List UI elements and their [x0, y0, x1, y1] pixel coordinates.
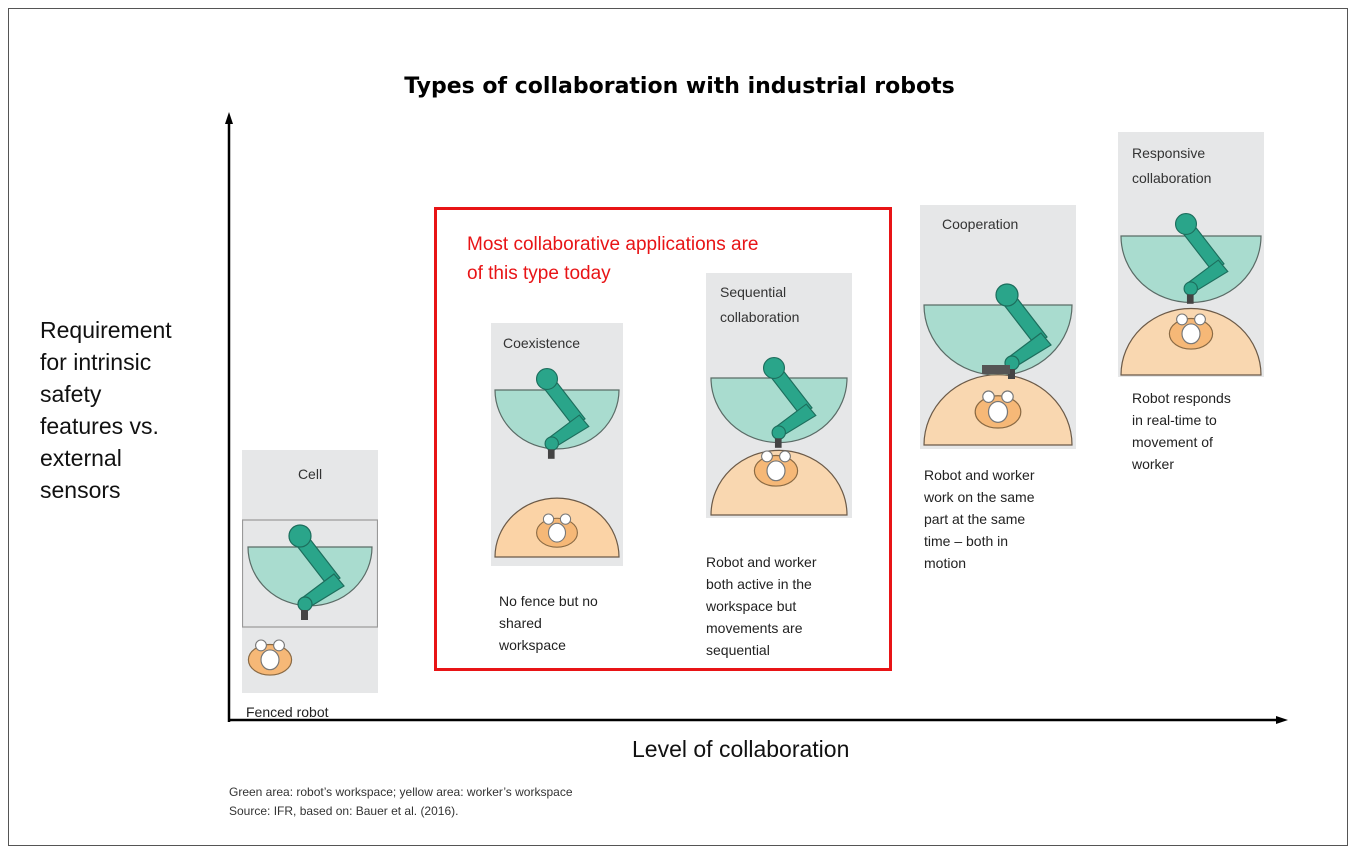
robot-arm-icon	[288, 524, 345, 620]
robot-workspace-area	[494, 389, 620, 450]
worker-hand	[779, 450, 791, 463]
footnote: Green area: robot’s workspace; yellow ar…	[229, 785, 573, 818]
panel-label: Cell	[297, 466, 323, 482]
worker-icon	[753, 450, 799, 487]
worker-icon	[1168, 313, 1214, 350]
gripper	[301, 610, 308, 620]
worker-hand	[761, 450, 773, 463]
worker-icon	[974, 390, 1022, 429]
responsive-illustration	[1120, 212, 1262, 376]
worker-head	[987, 400, 1009, 423]
y-axis-arrow	[225, 112, 233, 124]
worker-head	[766, 460, 786, 482]
worker-icon	[247, 639, 293, 676]
worker-hand	[1194, 313, 1206, 326]
panel-cooperation: Cooperation	[920, 205, 1076, 449]
worker-hand	[273, 639, 285, 652]
worker-hand	[982, 390, 995, 403]
panel-label: Cooperation	[942, 216, 1019, 232]
robot-arm-icon	[762, 356, 817, 448]
gripper	[774, 438, 782, 448]
panel-coexistence: Coexistence	[491, 323, 623, 566]
coexistence-illustration	[494, 367, 620, 558]
panel-description: Fenced robot	[246, 704, 329, 720]
x-axis-arrow	[1276, 716, 1288, 724]
robot-arm-icon	[1174, 212, 1229, 304]
x-axis-label: Level of collaboration	[632, 736, 850, 762]
arm-base	[535, 367, 559, 391]
arm-base	[995, 283, 1019, 307]
arm-wrist	[771, 425, 786, 440]
arm-wrist	[1183, 281, 1198, 296]
arm-base	[1174, 212, 1198, 236]
arm-base	[762, 356, 786, 380]
fenced-robot-illustration	[242, 519, 378, 676]
diagram-title: Types of collaboration with industrial r…	[404, 74, 955, 99]
arm-wrist	[544, 436, 559, 451]
worker-hand	[1176, 313, 1188, 326]
robot-workspace-area	[1120, 235, 1262, 304]
worker-hand	[542, 513, 555, 525]
gripper	[547, 449, 555, 459]
worker-head	[547, 522, 567, 543]
robot-arm-icon	[535, 367, 590, 459]
robot-workspace-area	[710, 377, 848, 444]
panel-label: Coexistence	[503, 335, 581, 351]
figure-border	[8, 8, 1348, 846]
highlight-box	[434, 207, 892, 671]
gripper	[1008, 369, 1015, 379]
worker-head	[1181, 323, 1201, 345]
robot-workspace-area	[247, 546, 373, 607]
sequential-illustration	[710, 356, 848, 516]
panel-cell: Cell	[242, 450, 378, 693]
robot-arm-icon	[995, 283, 1052, 379]
worker-hand	[559, 513, 572, 525]
arm-wrist	[297, 596, 313, 612]
worker-head	[260, 649, 280, 671]
shared-part	[982, 365, 1010, 374]
fence	[242, 519, 378, 628]
worker-hand	[255, 639, 267, 652]
gripper	[1186, 294, 1194, 304]
robot-workspace-area	[923, 304, 1073, 376]
worker-icon	[536, 513, 578, 548]
arm-base	[288, 524, 312, 548]
cooperation-illustration	[923, 283, 1073, 446]
worker-hand	[1001, 390, 1014, 403]
